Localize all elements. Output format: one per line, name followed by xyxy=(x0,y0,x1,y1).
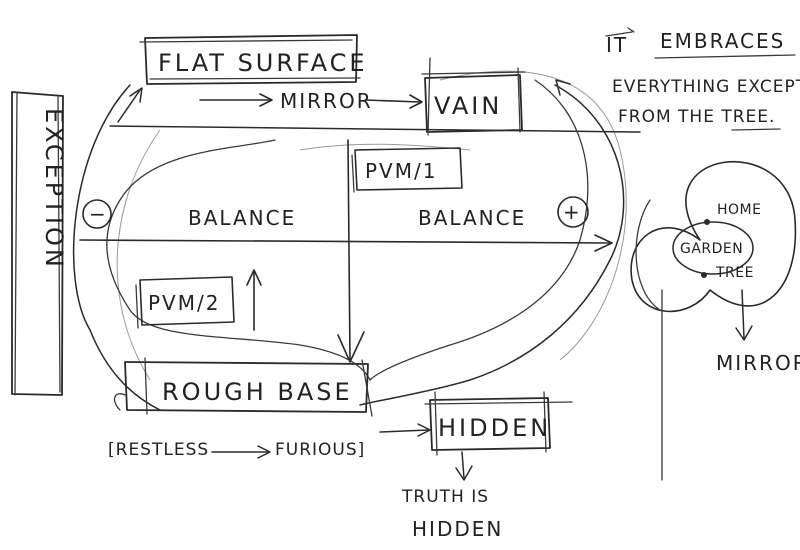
furious-label: FURIOUS] xyxy=(275,440,365,460)
garden-label: GARDEN xyxy=(680,241,743,257)
top-line-arrow xyxy=(117,87,143,123)
balance-right-label: BALANCE xyxy=(418,206,526,230)
pvm1-down-arrow xyxy=(337,139,365,363)
flat-surface-label: FLAT SURFACE xyxy=(158,49,368,77)
bottom-flow: [RESTLESS FURIOUS] xyxy=(108,423,431,460)
truth-is-label: TRUTH IS xyxy=(401,487,489,507)
plus-label: + xyxy=(563,200,582,224)
embraces-note: IT EMBRACES EVERYTHING EXCEPT FROM THE T… xyxy=(605,27,800,131)
rough-base-box: ROUGH BASE xyxy=(124,357,373,417)
pvm1-box: PVM/1 xyxy=(351,147,463,193)
balance-left-label: BALANCE xyxy=(188,206,296,230)
flat-surface-box: FLAT SURFACE xyxy=(139,34,368,85)
from-the-tree-label: FROM THE TREE. xyxy=(618,107,775,127)
it-label: IT xyxy=(606,33,628,57)
loops xyxy=(72,79,625,411)
home-label: HOME xyxy=(717,202,761,218)
minus-label: − xyxy=(89,202,108,226)
vain-box: VAIN xyxy=(421,57,526,136)
tree-label: TREE xyxy=(715,265,754,281)
pvm2-label: PVM/2 xyxy=(148,291,220,315)
exception-box: EXCEPTION xyxy=(11,91,68,396)
restless-label: [RESTLESS xyxy=(108,440,209,460)
vain-label: VAIN xyxy=(434,92,502,120)
hidden-box: HIDDEN TRUTH IS HIDDEN xyxy=(401,391,573,541)
rough-base-hook xyxy=(113,393,126,411)
rough-base-label: ROUGH BASE xyxy=(162,378,353,406)
hidden-bottom-label: HIDDEN xyxy=(412,517,503,541)
mirror-flow: MIRROR xyxy=(199,89,423,113)
embraces-label: EMBRACES xyxy=(660,29,785,53)
home-dot xyxy=(704,219,710,225)
exception-label: EXCEPTION xyxy=(40,108,68,270)
balance-axis: − + BALANCE BALANCE xyxy=(79,196,613,252)
garden-shape: HOME GARDEN TREE MIRROR xyxy=(630,161,800,375)
everything-except-label: EVERYTHING EXCEPT xyxy=(612,77,800,97)
mirror-top-label: MIRROR xyxy=(280,89,373,113)
mirror-right-label: MIRROR xyxy=(716,351,800,375)
hidden-label: HIDDEN xyxy=(438,414,551,442)
pvm1-label: PVM/1 xyxy=(365,159,437,183)
top-line xyxy=(109,125,641,133)
pvm2-box: PVM/2 xyxy=(135,269,262,331)
tree-dot xyxy=(701,272,707,278)
